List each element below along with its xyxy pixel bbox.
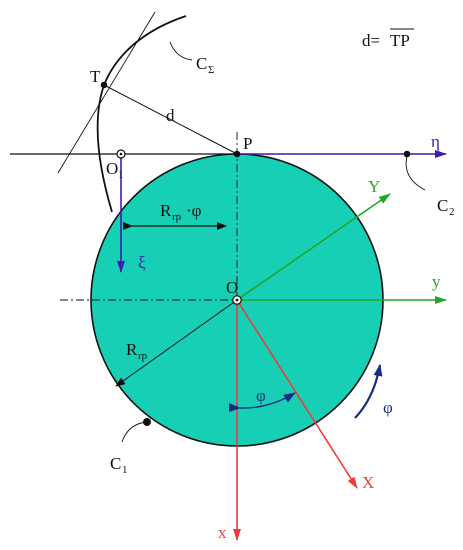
point-C1 bbox=[143, 418, 151, 426]
formula-lhs: d= bbox=[362, 31, 380, 50]
label-Rrp-phi: ·φ bbox=[186, 201, 202, 220]
label-C1: C bbox=[110, 454, 121, 473]
label-T: T bbox=[90, 67, 101, 86]
point-P bbox=[233, 150, 241, 158]
label-phi-outer: φ bbox=[383, 398, 393, 417]
rotation-arrow bbox=[354, 364, 383, 419]
label-radius: R bbox=[126, 340, 138, 359]
label-phi-inner: φ bbox=[256, 386, 266, 405]
leader-c2 bbox=[405, 155, 426, 191]
label-O1-sub: 1 bbox=[118, 169, 124, 181]
Y-axis bbox=[236, 193, 391, 301]
label-P: P bbox=[243, 134, 252, 153]
point-T bbox=[100, 81, 108, 89]
label-O1: O bbox=[106, 159, 118, 178]
label-C-sigma: C bbox=[196, 54, 207, 73]
point-O-inner bbox=[235, 298, 239, 302]
point-O1-inner bbox=[119, 152, 123, 156]
tangent-line bbox=[57, 11, 156, 174]
label-x: x bbox=[218, 523, 227, 542]
leader-csigma bbox=[169, 41, 193, 61]
label-eta: η bbox=[431, 132, 440, 151]
label-C2-sub: 2 bbox=[449, 206, 455, 218]
formula-overline-text: TP bbox=[390, 31, 410, 50]
label-Rrp-sub: rp bbox=[172, 211, 182, 223]
label-C2: C bbox=[437, 196, 448, 215]
leader-c1 bbox=[121, 421, 148, 443]
label-Y: Y bbox=[368, 177, 380, 196]
label-Rrp: R bbox=[160, 201, 172, 220]
point-C2 bbox=[403, 150, 411, 158]
label-X: X bbox=[362, 473, 374, 492]
label-C-sigma-sub: Σ bbox=[208, 64, 214, 76]
distance-segment bbox=[103, 84, 238, 155]
X-axis bbox=[236, 299, 358, 489]
label-radius-sub: rp bbox=[138, 350, 148, 362]
label-C1-sub: 1 bbox=[122, 464, 128, 476]
label-O: O bbox=[226, 278, 238, 297]
radius-arrow bbox=[115, 299, 238, 387]
label-xi: ξ bbox=[138, 253, 146, 272]
label-d: d bbox=[166, 106, 175, 125]
inner-angle-arc bbox=[228, 392, 296, 413]
label-y: y bbox=[432, 272, 441, 291]
